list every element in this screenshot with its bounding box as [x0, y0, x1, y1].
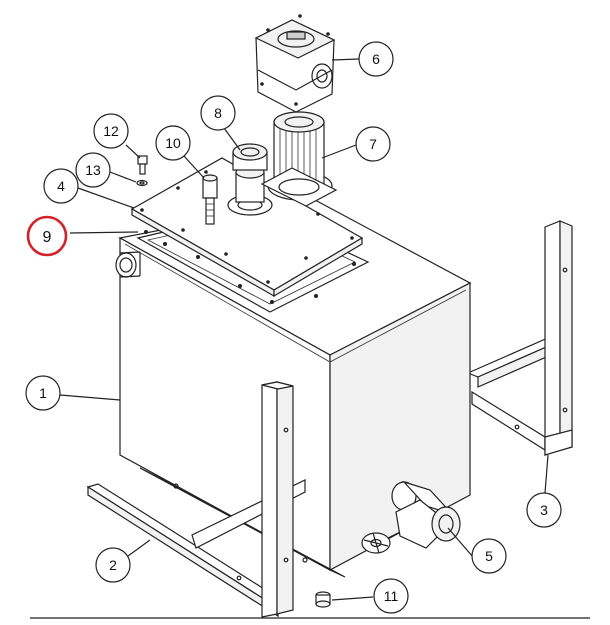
ball-valve [361, 480, 461, 554]
callout-2-label: 2 [109, 557, 117, 573]
leader-lines [59, 58, 549, 601]
filler-breather [227, 143, 273, 216]
callout-6-label: 6 [372, 51, 380, 67]
callout-6: 6 [358, 41, 394, 77]
cover-plate [130, 157, 364, 298]
callout-10-label: 10 [165, 135, 181, 151]
callout-13: 13 [75, 152, 111, 188]
callout-3-label: 3 [540, 502, 548, 518]
callout-3: 3 [526, 492, 562, 528]
callout-2: 2 [95, 547, 131, 583]
callout-11: 11 [373, 578, 409, 614]
callout-8: 8 [200, 95, 236, 131]
callout-11-label: 11 [384, 588, 399, 604]
callout-4-label: 4 [57, 178, 65, 194]
callout-9-label: 9 [43, 229, 52, 246]
callout-4: 4 [43, 168, 79, 204]
callout-12-label: 12 [103, 123, 119, 139]
callout-5: 5 [471, 538, 507, 574]
left-frame [86, 381, 306, 618]
plug-fitting [202, 174, 218, 225]
callout-5-label: 5 [485, 548, 493, 564]
callout-8-label: 8 [214, 105, 222, 121]
screw-and-washer [136, 155, 148, 187]
callout-12: 12 [93, 113, 129, 149]
callout-9-highlighted: 9 [26, 215, 68, 257]
callout-7-label: 7 [369, 136, 377, 152]
highlight-ring [26, 215, 68, 257]
drain-plug [315, 591, 331, 608]
callout-1-label: 1 [39, 385, 47, 401]
right-frame [466, 220, 573, 456]
callout-7: 7 [355, 126, 391, 162]
callout-10: 10 [155, 125, 191, 161]
callout-1: 1 [25, 375, 61, 411]
callout-13-label: 13 [85, 162, 101, 178]
filter-element [260, 111, 338, 207]
filter-head [254, 14, 336, 113]
